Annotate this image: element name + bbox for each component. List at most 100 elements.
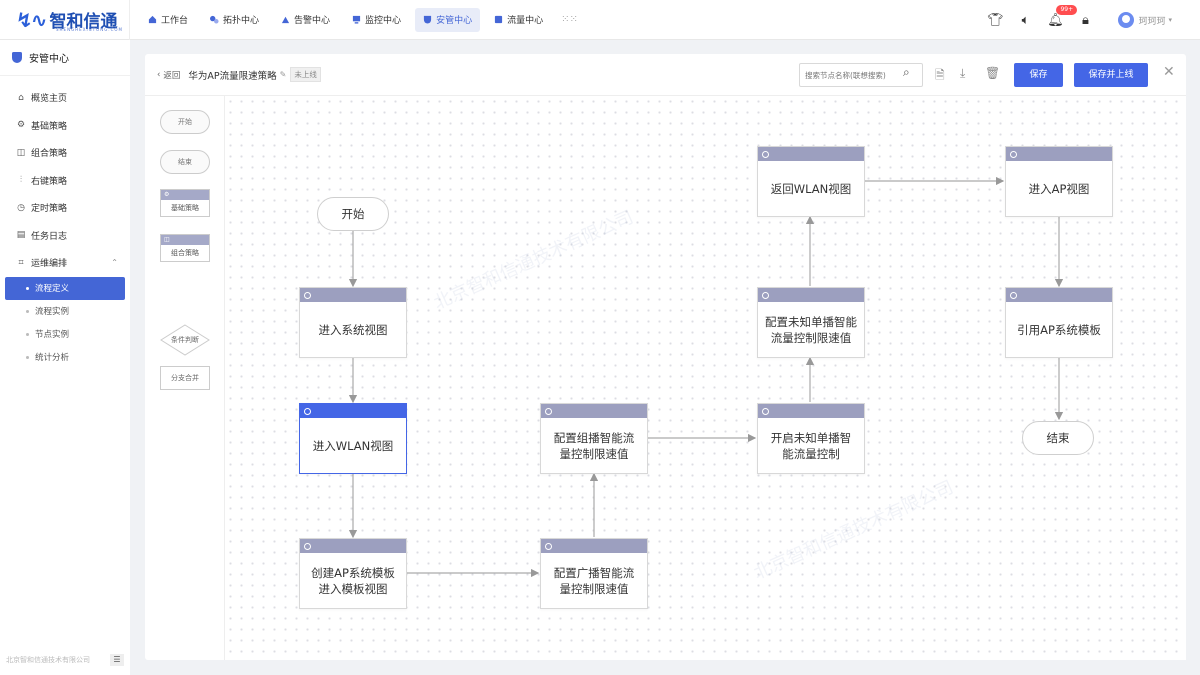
download-icon[interactable]: ⤓: [960, 66, 966, 80]
node-label: 进入系统视图: [318, 322, 388, 337]
sidebar-sub-node-instance[interactable]: 节点实例: [0, 323, 130, 346]
settings-doc-icon[interactable]: 🗎︎: [935, 68, 945, 82]
flow-start-node[interactable]: 开始: [317, 197, 389, 231]
palette-combo-strategy[interactable]: ◫ 组合策略: [160, 234, 210, 262]
palette-start-node[interactable]: 开始: [160, 110, 210, 134]
node-label-line: 开启未知单播智: [770, 430, 852, 445]
sidebar-item-label: 基础策略: [31, 121, 68, 132]
flow-node-enable-unicast-control[interactable]: 开启未知单播智能流量控制: [757, 403, 865, 474]
tab-monitor[interactable]: 监控中心: [344, 8, 409, 32]
node-label-line: 创建AP系统模板: [311, 565, 395, 580]
sidebar-sub-process-instance[interactable]: 流程实例: [0, 300, 130, 323]
palette-label: 组合策略: [171, 249, 199, 257]
node-label: 创建AP系统模板进入模板视图: [300, 553, 406, 608]
flow-canvas[interactable]: 开始 进入系统视图 进入WLAN视图 创建AP系统模板进入模板视图 配置广播智能…: [225, 96, 1186, 660]
palette-condition[interactable]: 条件判断: [160, 324, 210, 356]
search-input[interactable]: [799, 63, 923, 87]
bell-icon[interactable]: 🔔︎99+: [1040, 4, 1078, 28]
chevron-up-icon: ⌃: [111, 258, 118, 268]
search-icon[interactable]: ⌕: [903, 65, 910, 79]
flow-node-broadcast-limit[interactable]: 配置广播智能流量控制限速值: [540, 538, 648, 609]
node-label: 返回WLAN视图: [770, 181, 852, 196]
flow-node-wlan-view[interactable]: 进入WLAN视图: [299, 403, 407, 474]
collapse-menu-icon[interactable]: ☰: [110, 654, 124, 666]
tab-workbench[interactable]: 工作台: [140, 8, 196, 32]
sidebar-item-overview[interactable]: ⌂概览主页: [0, 84, 130, 112]
notification-badge: 99+: [1056, 4, 1078, 15]
combine-icon: ◫: [161, 235, 209, 245]
combine-icon: ◫: [16, 147, 26, 158]
sidebar-item-scheduled-strategy[interactable]: ◷定时策略: [0, 194, 130, 222]
logo-mark-icon: ↯∿: [16, 7, 47, 32]
traffic-icon: [494, 15, 503, 24]
topology-icon: [210, 15, 219, 24]
logo[interactable]: ↯∿ 智和信通 SHENGHEXINTONG.COM: [0, 0, 130, 40]
sidebar-item-label: 运维编排: [31, 259, 68, 270]
diamond-shape: [160, 324, 210, 356]
node-header: [300, 404, 406, 418]
sidebar-item-combo-strategy[interactable]: ◫ 组合策略: [0, 139, 130, 167]
node-label: 开启未知单播智能流量控制: [758, 418, 864, 473]
bullet-dot: [26, 309, 29, 313]
sidebar-item-label: 组合策略: [31, 149, 68, 160]
flow-node-create-ap-template[interactable]: 创建AP系统模板进入模板视图: [299, 538, 407, 609]
top-nav-tabs: 工作台 拓扑中心 告警中心 监控中心 安管中心 流量中心 ⁙⁙: [140, 0, 578, 40]
node-header: [300, 539, 406, 553]
edit-icon[interactable]: ✎: [279, 70, 287, 79]
flow-editor-panel: ‹ 返回 华为AP流量限速策略 ✎ 未上线 ⌕ 🗎︎ ⤓ 🗑︎ 保存 保存并上线…: [145, 54, 1186, 660]
logo-subtitle: SHENGHEXINTONG.COM: [56, 27, 123, 32]
sidebar-item-ops-orchestration[interactable]: ⌗运维编排⌃: [0, 249, 130, 277]
node-label-line: 配置广播智能流: [553, 565, 635, 580]
tab-traffic[interactable]: 流量中心: [486, 8, 551, 32]
sidebar-item-task-log[interactable]: ▤ 任务日志: [0, 222, 130, 250]
node-label-line: 进入模板视图: [318, 581, 388, 596]
flow-node-multicast-limit[interactable]: 配置组播智能流量控制限速值: [540, 403, 648, 474]
node-label-line: 量控制限速值: [559, 446, 629, 461]
close-icon[interactable]: ✕: [1163, 64, 1175, 80]
sidebar-item-basic-strategy[interactable]: ⚙ 基础策略: [0, 112, 130, 140]
flow-node-return-wlan-view[interactable]: 返回WLAN视图: [757, 146, 865, 217]
gear-icon: ⚙: [16, 120, 26, 131]
save-button[interactable]: 保存: [1014, 63, 1063, 87]
flow-node-unicast-limit[interactable]: 配置未知单播智能流量控制限速值: [757, 287, 865, 358]
palette-basic-strategy[interactable]: ⚙ 基础策略: [160, 189, 210, 217]
node-label-line: 配置组播智能流: [553, 430, 635, 445]
tab-label: 安管中心: [436, 16, 473, 26]
palette-end-node[interactable]: 结束: [160, 150, 210, 174]
gear-icon: [304, 542, 311, 550]
top-bar: ↯∿ 智和信通 SHENGHEXINTONG.COM 工作台 拓扑中心 告警中心…: [0, 0, 1200, 40]
clock-icon: ◷: [17, 202, 25, 213]
node-label-line: 能流量控制: [782, 446, 840, 461]
gear-icon: [545, 542, 552, 550]
apps-grid-icon[interactable]: ⁙⁙: [561, 14, 578, 25]
gear-icon: [762, 150, 769, 158]
flow-node-system-view[interactable]: 进入系统视图: [299, 287, 407, 358]
tab-topology[interactable]: 拓扑中心: [202, 8, 267, 32]
node-header: [1006, 288, 1112, 302]
save-and-publish-button[interactable]: 保存并上线: [1074, 63, 1148, 87]
sidebar-sub-process-definition[interactable]: 流程定义: [5, 276, 125, 300]
log-icon: ▤: [16, 230, 26, 241]
shirt-icon[interactable]: 👕︎: [987, 12, 1004, 28]
palette-branch-merge[interactable]: 分支合并: [160, 366, 210, 390]
node-header: [541, 539, 647, 553]
flow-node-ap-view[interactable]: 进入AP视图: [1005, 146, 1113, 217]
sidebar-item-rightclick-strategy[interactable]: ⫶右键策略: [0, 167, 130, 195]
sidebar-sub-label: 流程定义: [35, 284, 70, 294]
bullet-dot: [26, 332, 29, 336]
flow-end-node[interactable]: 结束: [1022, 421, 1094, 455]
lock-icon[interactable]: 🔒︎: [1082, 12, 1089, 28]
node-label: 引用AP系统模板: [1017, 322, 1101, 337]
tab-security[interactable]: 安管中心: [415, 7, 481, 32]
sidebar-sub-statistics[interactable]: 统计分析: [0, 346, 130, 369]
tab-alarm[interactable]: 告警中心: [273, 8, 338, 32]
sidebar-item-label: 任务日志: [31, 231, 68, 242]
back-button[interactable]: ‹ 返回: [157, 69, 180, 81]
node-header: [758, 147, 864, 161]
node-label-line: 配置未知单播智能: [765, 314, 857, 329]
user-menu[interactable]: 珂珂珂 ▾: [1118, 12, 1172, 28]
trash-icon[interactable]: 🗑︎: [985, 66, 1001, 80]
avatar: [1118, 12, 1135, 28]
flow-node-apply-ap-template[interactable]: 引用AP系统模板: [1005, 287, 1113, 358]
speaker-icon[interactable]: 🔈︎: [1021, 12, 1030, 28]
